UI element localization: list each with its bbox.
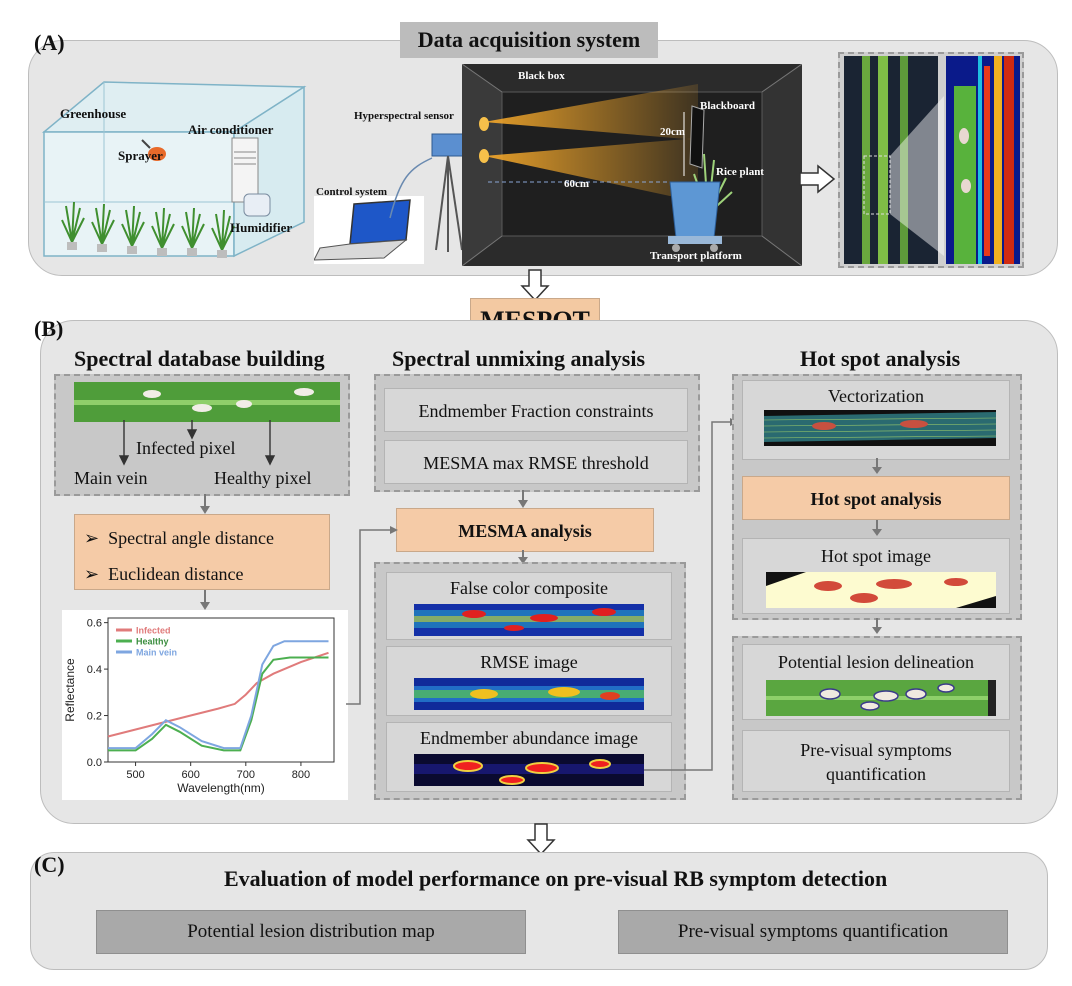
quantification-panel bbox=[742, 730, 1010, 792]
connector-chart-to-mesma bbox=[346, 526, 398, 705]
connector-arrow bbox=[518, 490, 528, 508]
arrow-bullet-icon: ➢ bbox=[84, 528, 109, 548]
mesma-analysis-box: MESMA analysis bbox=[396, 508, 654, 552]
connector-abundance-to-vectorization bbox=[644, 418, 738, 771]
distance-methods-box bbox=[74, 514, 330, 590]
series-line-healthy bbox=[108, 656, 329, 752]
x-tick-label: 600 bbox=[182, 769, 200, 781]
legend-entry: Main vein bbox=[136, 648, 177, 658]
infected-pixel-label: Infected pixel bbox=[136, 438, 236, 458]
y-tick-label: 0.4 bbox=[87, 664, 102, 676]
sprayer-label: Sprayer bbox=[118, 148, 163, 163]
connector-arrow bbox=[200, 590, 210, 610]
y-tick-label: 0.6 bbox=[87, 618, 102, 630]
hotspot-heading: Hot spot analysis bbox=[800, 346, 961, 371]
quantification-line1: Pre-visual symptoms bbox=[800, 740, 952, 760]
false-color-label: False color composite bbox=[450, 578, 608, 598]
panel-a-label: (A) bbox=[34, 30, 65, 55]
distance-label: 60cm bbox=[564, 178, 590, 190]
height-label: 20cm bbox=[660, 126, 686, 138]
panel-c-label: (C) bbox=[34, 852, 65, 877]
black-box-label: Black box bbox=[518, 70, 565, 82]
blackboard-label: Blackboard bbox=[700, 100, 756, 112]
hotspot-image-label: Hot spot image bbox=[821, 546, 931, 566]
method-2-label: Euclidean distance bbox=[108, 564, 244, 584]
down-arrow-icon bbox=[520, 269, 550, 302]
x-tick-label: 500 bbox=[126, 769, 144, 781]
pixel-arrows bbox=[118, 420, 276, 466]
vectorization-label: Vectorization bbox=[828, 386, 924, 406]
humidifier-label: Humidifier bbox=[230, 220, 293, 235]
panel-c-title: Evaluation of model performance on pre-v… bbox=[224, 866, 888, 891]
laptop-icon bbox=[314, 196, 424, 264]
connector-arrow bbox=[200, 494, 210, 514]
false-color-image bbox=[414, 604, 644, 636]
abundance-label: Endmember abundance image bbox=[420, 728, 638, 748]
constraint-box: Endmember Fraction constraints bbox=[384, 388, 688, 432]
transport-platform-label: Transport platform bbox=[650, 250, 742, 262]
healthy-pixel-label: Healthy pixel bbox=[214, 468, 312, 488]
main-vein-label: Main vein bbox=[74, 468, 148, 488]
x-tick-label: 800 bbox=[292, 769, 310, 781]
threshold-box: MESMA max RMSE threshold bbox=[384, 440, 688, 484]
rmse-image bbox=[414, 678, 644, 710]
black-box-illustration bbox=[462, 64, 802, 266]
y-tick-label: 0.2 bbox=[87, 711, 102, 723]
down-arrow-icon bbox=[526, 823, 556, 856]
unmixing-heading: Spectral unmixing analysis bbox=[392, 346, 646, 371]
legend-entry: Healthy bbox=[136, 637, 169, 647]
spectral-db-heading: Spectral database building bbox=[74, 346, 325, 371]
arrow-bullet-icon: ➢ bbox=[84, 564, 109, 584]
method-bullet-2: ➢ Euclidean distance bbox=[84, 564, 244, 585]
air-conditioner-label: Air conditioner bbox=[188, 122, 274, 137]
delineation-image bbox=[766, 680, 996, 716]
right-arrow-icon bbox=[799, 164, 836, 194]
panel-a-title: Data acquisition system bbox=[400, 22, 658, 58]
hyperspectral-image bbox=[844, 56, 1020, 264]
abundance-image bbox=[414, 754, 644, 786]
greenhouse-label: Greenhouse bbox=[60, 106, 127, 121]
connector-arrow bbox=[872, 520, 882, 536]
x-axis-label: Wavelength(nm) bbox=[177, 781, 265, 795]
vectorization-image bbox=[764, 410, 996, 446]
hotspot-image bbox=[766, 572, 996, 608]
series-line-main-vein bbox=[108, 640, 329, 750]
hotspot-analysis-box: Hot spot analysis bbox=[742, 476, 1010, 520]
legend-entry: Infected bbox=[136, 626, 171, 636]
control-system-label: Control system bbox=[316, 186, 387, 198]
x-tick-label: 700 bbox=[237, 769, 255, 781]
delineation-label: Potential lesion delineation bbox=[778, 652, 974, 672]
quantification-line2: quantification bbox=[826, 764, 926, 784]
hyperspectral-sensor-label: Hyperspectral sensor bbox=[354, 110, 454, 122]
connector-arrow bbox=[518, 550, 528, 564]
method-1-label: Spectral angle distance bbox=[108, 528, 275, 548]
rmse-label: RMSE image bbox=[480, 652, 578, 672]
method-bullet-1: ➢ Spectral angle distance bbox=[84, 528, 274, 549]
rice-plant-label: Rice plant bbox=[716, 166, 764, 178]
y-axis-label: Reflectance bbox=[63, 658, 77, 722]
panel-b-label: (B) bbox=[34, 316, 64, 341]
series-line-infected bbox=[107, 651, 329, 738]
lesion-map-box: Potential lesion distribution map bbox=[96, 910, 526, 954]
symptoms-quantification-box: Pre-visual symptoms quantification bbox=[618, 910, 1008, 954]
leaf-image bbox=[74, 382, 340, 422]
greenhouse-illustration bbox=[41, 81, 307, 258]
y-tick-label: 0.0 bbox=[87, 757, 102, 769]
sensor-tripod-illustration bbox=[389, 133, 467, 252]
chart-plot-frame bbox=[107, 617, 335, 763]
connector-arrow bbox=[872, 618, 882, 634]
connector-arrow bbox=[872, 458, 882, 474]
